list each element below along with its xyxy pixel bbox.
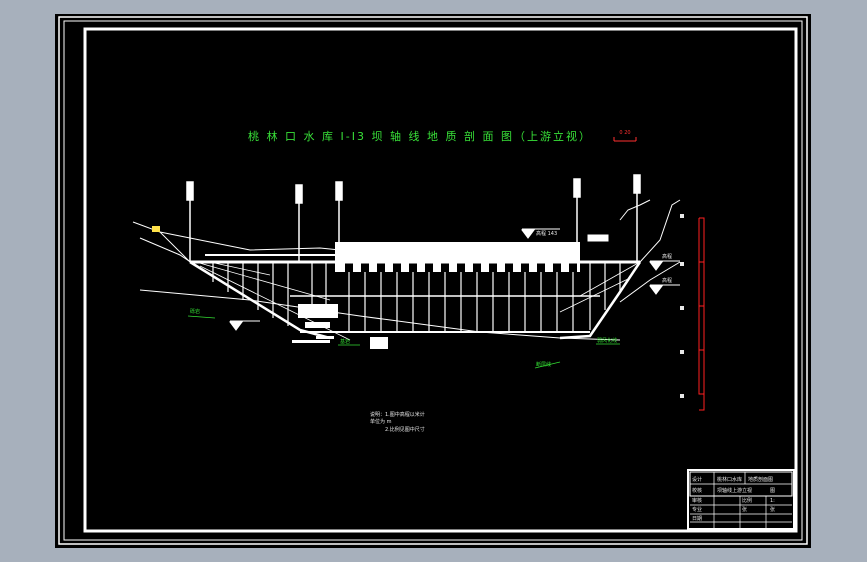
annotation-fault-line: 断层线 bbox=[536, 361, 551, 368]
annotation-weathered-line: 弱风化线 bbox=[597, 337, 617, 344]
tb-r3-c2: 比例 bbox=[742, 497, 752, 504]
tb-r1-c3: 地质剖面图 bbox=[748, 476, 773, 483]
geology-annotations: 砾岩 基岩 断层线 弱风化线 bbox=[152, 226, 620, 369]
title-block: 设计 桃林口水库 地质剖面图 校核 坝轴线上游立视 图 审核 比例 1: 专业 … bbox=[687, 469, 795, 530]
marker-yellow bbox=[152, 226, 160, 232]
sheet-background bbox=[55, 14, 811, 548]
dam-section bbox=[189, 242, 642, 349]
notes-block: 说明：1.图中高程以米计 单位为 m 2.比例见图中尺寸 bbox=[370, 411, 425, 433]
tb-r4-c3: 张 bbox=[770, 506, 775, 513]
inner-frame bbox=[83, 27, 798, 533]
tb-r3-c3: 1: bbox=[770, 498, 775, 504]
scale-bar: 0 20 bbox=[613, 130, 637, 142]
tb-r2-c3: 图 bbox=[770, 488, 775, 494]
tb-r5-c1: 日期 bbox=[692, 516, 702, 522]
note-line-1: 说明：1.图中高程以米计 bbox=[370, 411, 425, 418]
elevation-scale-labels bbox=[680, 214, 684, 398]
middle-frame bbox=[63, 20, 803, 541]
tb-r3-c1: 审核 bbox=[692, 497, 702, 504]
elev-label-upper: 高程 143 bbox=[536, 230, 557, 237]
elev-label-right-1: 高程 bbox=[662, 253, 672, 260]
label-blocks bbox=[292, 336, 334, 343]
tb-r4-c1: 专业 bbox=[692, 506, 702, 513]
note-line-2: 单位为 m bbox=[370, 418, 392, 425]
note-line-3: 2.比例见图中尺寸 bbox=[385, 426, 425, 433]
borehole-markers bbox=[186, 174, 641, 262]
drawing-title: 桃 林 口 水 库 Ⅰ-Ⅰ3 坝 轴 线 地 质 剖 面 图（上游立视） bbox=[248, 129, 592, 143]
annotation-bedrock: 基岩 bbox=[340, 338, 350, 345]
elevation-markers: 高程 143 高程 高程 bbox=[229, 228, 680, 331]
tb-r1-c1: 设计 bbox=[692, 476, 702, 483]
tb-r1-c2: 桃林口水库 bbox=[717, 476, 742, 483]
tb-r2-c1: 校核 bbox=[692, 487, 702, 494]
annotation-rock-left: 砾岩 bbox=[190, 308, 200, 315]
elevation-scale-bar bbox=[698, 217, 705, 411]
scale-label: 0 20 bbox=[619, 130, 630, 136]
tb-r2-c2: 坝轴线上游立视 bbox=[717, 487, 752, 494]
elev-label-right-2: 高程 bbox=[662, 277, 672, 284]
tb-r4-c2: 张 bbox=[742, 506, 747, 513]
outer-frame bbox=[58, 16, 808, 545]
